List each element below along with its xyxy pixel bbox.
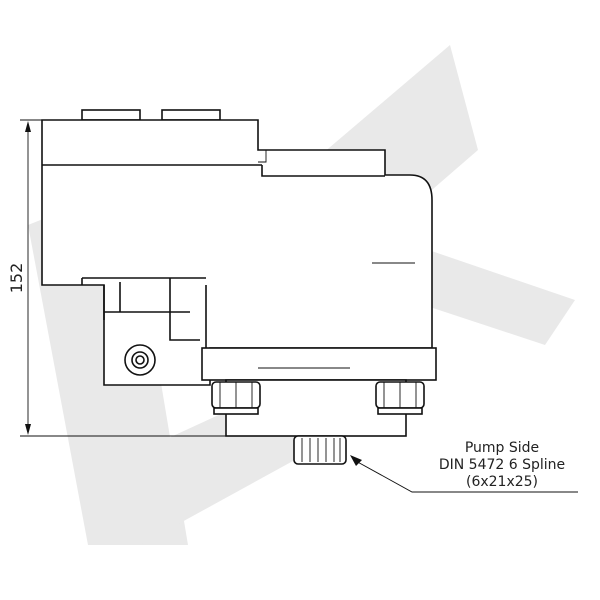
- step-detail: [258, 149, 267, 163]
- top-rib-right: [161, 109, 221, 121]
- spline-shaft-body: [293, 435, 347, 465]
- callout-leader: [350, 455, 578, 493]
- nut-left-washer: [213, 407, 259, 415]
- spline-shaft: [293, 435, 347, 465]
- top-rib-left: [81, 109, 141, 121]
- nut-right: [375, 381, 425, 415]
- leader-arrow: [350, 455, 362, 466]
- dimension-height-label: 152: [7, 263, 26, 294]
- callout-line-2: DIN 5472 6 Spline: [439, 457, 565, 473]
- upper-step-line: [261, 165, 385, 177]
- callout-text: Pump Side DIN 5472 6 Spline (6x21x25): [439, 440, 565, 490]
- dim-arrow-top: [25, 121, 31, 132]
- dimension-height: 152: [7, 119, 228, 437]
- bracket-detail: [169, 278, 200, 341]
- housing-outline: [41, 119, 433, 386]
- neck-inner-lines: [119, 282, 207, 348]
- port-plug-core: [135, 355, 145, 365]
- nut-left: [211, 381, 261, 415]
- flange-outline: [201, 347, 437, 381]
- callout-line-1: Pump Side: [465, 440, 539, 456]
- callout-line-3: (6x21x25): [466, 474, 538, 490]
- housing-body: [41, 109, 433, 386]
- dim-arrow-bottom: [25, 424, 31, 435]
- nut-right-washer: [377, 407, 423, 415]
- neck-left-edge: [81, 278, 105, 320]
- flange-plate: [201, 347, 437, 381]
- leader-line: [353, 459, 578, 493]
- port-plug: [124, 344, 156, 376]
